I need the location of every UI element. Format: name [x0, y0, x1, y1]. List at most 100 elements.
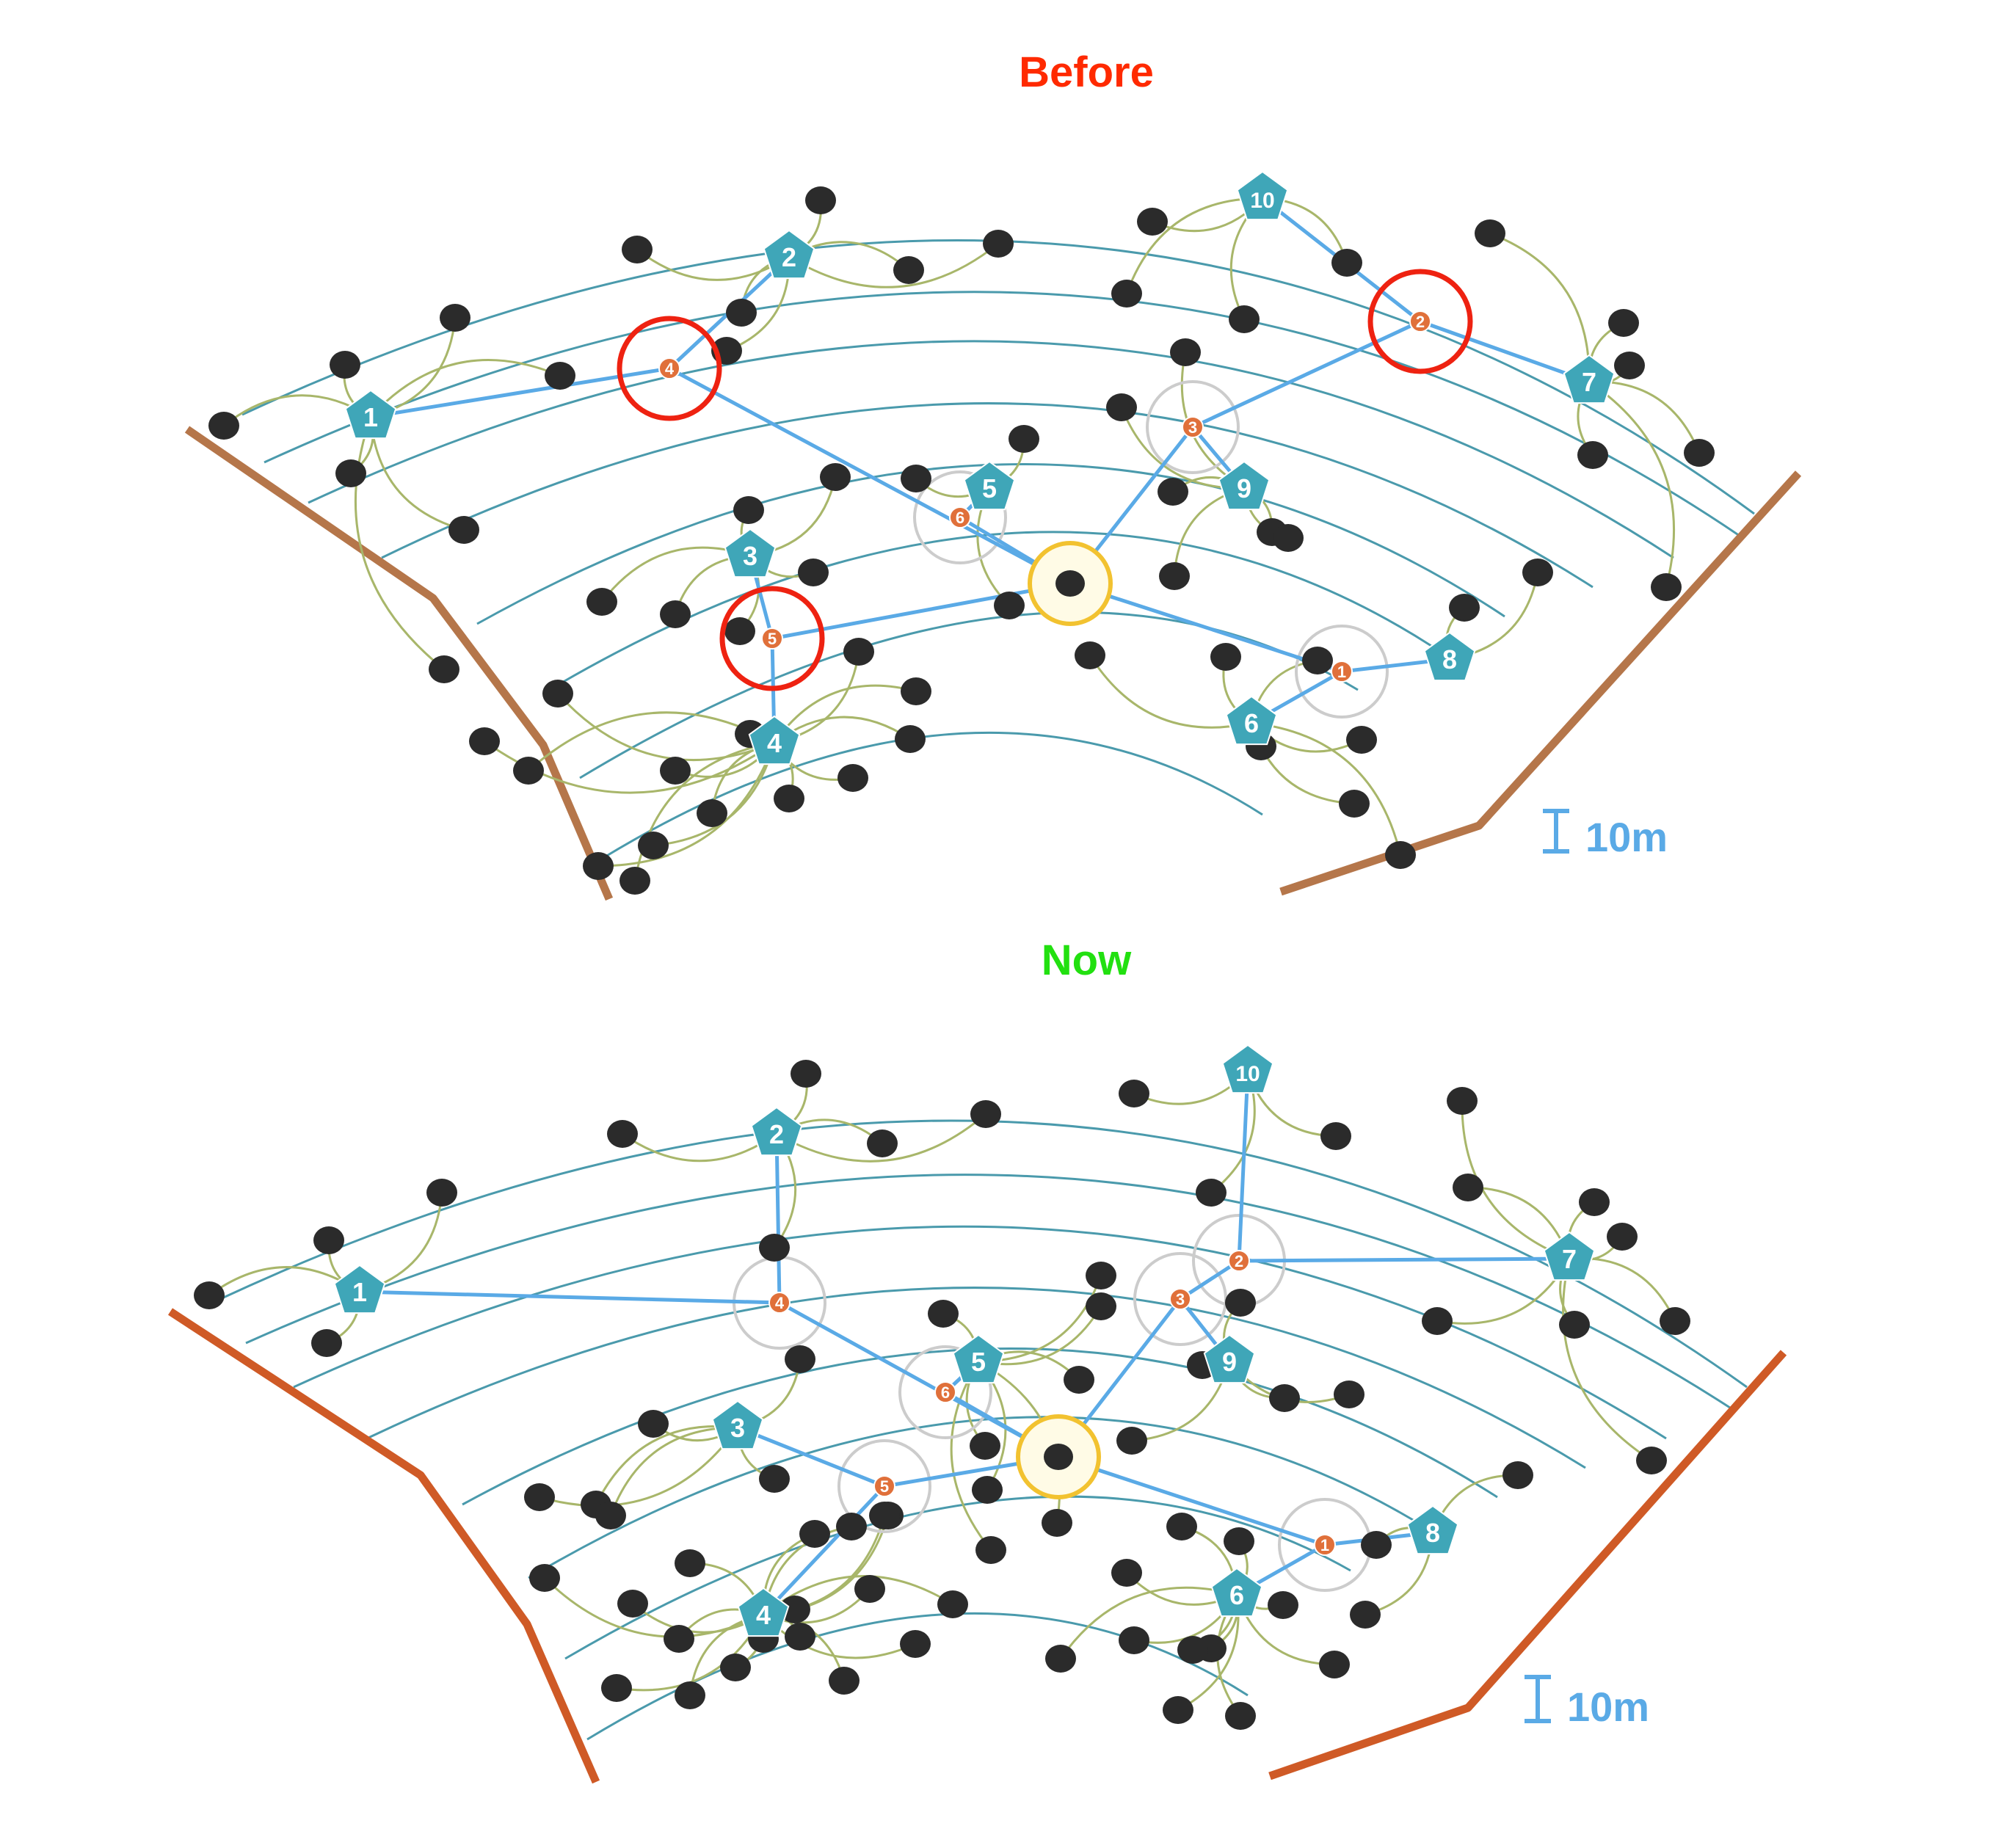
sensor-node [1170, 338, 1201, 366]
relay-label: 3 [1176, 1290, 1185, 1309]
sensor-node [893, 256, 924, 284]
sensor-node [660, 757, 691, 785]
relay-dot [768, 1292, 791, 1314]
sensor-node [1684, 439, 1715, 467]
relay-3: 3 [1182, 416, 1204, 438]
sensor-node [622, 236, 653, 263]
sensor-node [1106, 393, 1137, 421]
gateway-2: 2 [763, 229, 815, 280]
sensor-node [638, 1410, 669, 1438]
sensor-node [1163, 1696, 1193, 1724]
sensor-link [1489, 232, 1591, 382]
highlight-ring-relay-2 [1367, 269, 1473, 374]
sink-core [1055, 570, 1085, 597]
sensor-node [1331, 249, 1362, 277]
coverage-ring [898, 1345, 992, 1439]
sensor-link [1089, 655, 1252, 729]
relay-label: 5 [880, 1477, 889, 1496]
contour-line [476, 463, 1505, 625]
gateway-label: 9 [1222, 1347, 1237, 1377]
sensor-node [1651, 573, 1682, 601]
sensor-node [774, 785, 804, 812]
sensor-node [1447, 1087, 1478, 1115]
relay-5: 5 [761, 627, 783, 650]
backbone-link [1056, 1455, 1327, 1547]
sensor-node [1224, 1527, 1254, 1555]
backbone-link [1191, 319, 1422, 429]
relay-1: 1 [1331, 661, 1353, 683]
sensor-node [975, 1536, 1006, 1564]
sensor-link [1588, 380, 1675, 588]
coverage-ring [1295, 625, 1389, 719]
sensor-node [1559, 1311, 1590, 1339]
sensor-node [805, 186, 836, 214]
sensor-node [440, 304, 470, 332]
sensor-node [1268, 1591, 1298, 1619]
backbone-link [735, 1425, 887, 1488]
gateway-pentagon [711, 1400, 764, 1450]
relay-label: 4 [775, 1294, 785, 1312]
relay-label: 6 [941, 1383, 950, 1402]
coverage-ring [913, 470, 1007, 564]
relay-dot [934, 1381, 956, 1403]
sensor-node [208, 412, 239, 440]
sensor-node [854, 1575, 885, 1603]
backbone-link [1178, 1259, 1241, 1301]
gateway-pentagon [333, 1264, 386, 1314]
gateway-7: 7 [1563, 354, 1616, 404]
sensor-node [1614, 352, 1645, 379]
sensor-node [1522, 559, 1553, 586]
sensor-node [529, 1564, 560, 1592]
gateway-label: 8 [1442, 644, 1457, 674]
relay-dot [949, 506, 971, 528]
gateway-5: 5 [952, 1334, 1005, 1384]
sensor-node [583, 852, 614, 880]
sensor-node [1086, 1262, 1116, 1289]
sensor-node [1579, 1188, 1610, 1216]
gateway-pentagon [1543, 1231, 1596, 1281]
sensor-node [1636, 1447, 1667, 1474]
boundary-right [1279, 470, 1802, 896]
sensor-node [1225, 1702, 1256, 1730]
sensor-node [843, 638, 874, 666]
sink-core [1044, 1444, 1073, 1470]
relay-label: 4 [665, 360, 675, 378]
sensor-link [1251, 721, 1402, 856]
coverage-ring [1146, 380, 1240, 474]
contour-line [462, 1347, 1498, 1506]
gateway-3: 3 [711, 1400, 764, 1450]
relay-dot [1409, 310, 1431, 332]
relay-dot [1314, 1534, 1336, 1556]
scale-label: 10m [1567, 1684, 1649, 1730]
sensor-node [601, 1674, 632, 1702]
sensor-node [664, 1625, 694, 1653]
gateway-10: 10 [1221, 1044, 1274, 1094]
gateway-pentagon [748, 715, 801, 765]
sensor-node [780, 1596, 810, 1623]
sensor-node [1385, 841, 1416, 869]
sensor-node [983, 230, 1014, 258]
sensor-node [972, 1476, 1003, 1504]
highlight-ring-relay-5 [719, 586, 825, 691]
sensor-link [1125, 197, 1263, 294]
contour-line [366, 1287, 1586, 1469]
gateway-5: 5 [963, 460, 1016, 511]
relay-label: 3 [1188, 418, 1197, 437]
gateway-6: 6 [1210, 1567, 1263, 1618]
gateway-label: 4 [767, 728, 782, 758]
gateway-1: 1 [344, 389, 397, 440]
gateway-pentagon [1225, 695, 1278, 746]
sensor-node [1346, 726, 1377, 754]
gateway-pentagon [1563, 354, 1616, 404]
sensor-link [622, 1132, 777, 1163]
sensor-link [776, 1113, 986, 1163]
sensor-node [1111, 280, 1142, 308]
sensor-node [791, 1060, 821, 1088]
gateway-3: 3 [724, 528, 777, 578]
sensor-link [556, 692, 775, 761]
highlight-ring-relay-4 [617, 316, 722, 421]
sensor-node [1361, 1531, 1392, 1559]
gateway-pentagon [1406, 1505, 1459, 1555]
scale-bar: 10m [1525, 1675, 1649, 1730]
sensor-node [1111, 1559, 1142, 1587]
